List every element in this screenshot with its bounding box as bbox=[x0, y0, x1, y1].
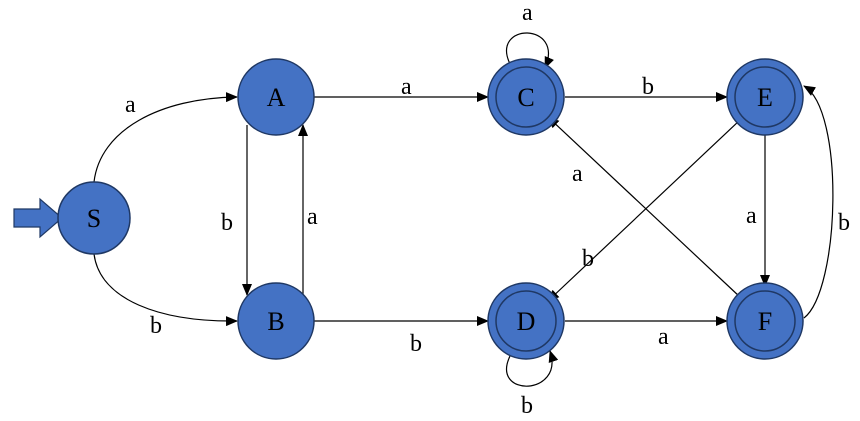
start-arrow bbox=[13, 197, 63, 239]
edge-label-a-c: a bbox=[401, 74, 412, 100]
state-f: F bbox=[726, 282, 804, 360]
accepting-ring-e bbox=[734, 66, 796, 128]
edge-label-s-a: a bbox=[125, 92, 136, 118]
edge-label-c-e: b bbox=[642, 74, 654, 100]
edge-f-c bbox=[547, 116, 741, 298]
edge-e-d bbox=[547, 119, 741, 302]
edge-d-d bbox=[506, 350, 559, 387]
state-s: S bbox=[57, 181, 131, 255]
edge-label-e-f: a bbox=[746, 203, 757, 229]
state-e: E bbox=[726, 58, 804, 136]
state-label-a: A bbox=[267, 83, 286, 112]
states: S A B C D E F bbox=[57, 58, 804, 360]
state-label-s: S bbox=[87, 204, 101, 233]
accepting-ring-f bbox=[734, 290, 796, 352]
edge-s-b bbox=[93, 253, 238, 327]
state-b: B bbox=[237, 282, 315, 360]
edge-label-b-d: b bbox=[410, 331, 422, 357]
edge-s-a bbox=[93, 92, 238, 183]
state-d: D bbox=[487, 282, 565, 360]
edge-label-e-d: b bbox=[582, 246, 594, 272]
state-a: A bbox=[237, 58, 315, 136]
accepting-ring-d bbox=[495, 290, 557, 352]
accepting-ring-c bbox=[495, 66, 557, 128]
edge-label-s-b: b bbox=[150, 313, 162, 339]
state-label-b: B bbox=[267, 307, 284, 336]
edge-label-c-c: a bbox=[522, 0, 533, 26]
edge-label-f-e: b bbox=[838, 210, 850, 236]
state-label-d: D bbox=[517, 307, 536, 336]
state-label-e: E bbox=[757, 83, 773, 112]
edge-f-e bbox=[803, 85, 834, 319]
edge-c-c bbox=[506, 32, 554, 69]
edge-label-a-b: b bbox=[221, 210, 233, 236]
edge-label-d-f: a bbox=[658, 324, 669, 350]
edge-label-f-c: a bbox=[572, 161, 583, 187]
edge-label-b-a: a bbox=[307, 204, 318, 230]
state-c: C bbox=[487, 58, 565, 136]
state-label-c: C bbox=[517, 83, 534, 112]
transitions: a b b a a b a b b a a b b a bbox=[93, 0, 850, 419]
state-label-f: F bbox=[758, 307, 772, 336]
edge-label-d-d: b bbox=[521, 393, 533, 419]
